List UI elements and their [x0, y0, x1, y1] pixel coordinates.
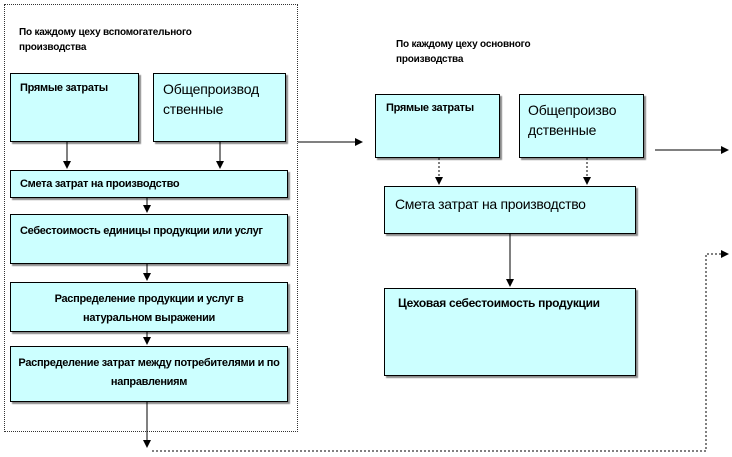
bottom-return-line	[152, 250, 729, 452]
aux-distribution-natural-label: Распределение продукции и услуг в натура…	[54, 293, 244, 324]
aux-estimate-box: Смета затрат на производство	[10, 170, 288, 198]
aux-estimate-label: Смета затрат на производство	[20, 178, 180, 190]
main-direct-costs-box: Прямые затраты	[375, 94, 500, 158]
aux-direct-costs-box: Прямые затраты	[10, 73, 139, 142]
aux-unit-cost-label: Себестоимость единицы продукции или услу…	[20, 225, 263, 237]
main-overhead-box: Общепроизво дственные	[519, 94, 644, 158]
main-overhead-label: Общепроизво дственные	[528, 102, 617, 138]
aux-unit-cost-box: Себестоимость единицы продукции или услу…	[10, 214, 288, 264]
aux-distribution-natural-box: Распределение продукции и услуг в натура…	[10, 282, 288, 332]
aux-overhead-label: Общепроизвод ственные	[163, 81, 259, 117]
aux-distribution-costs-label: Распределение затрат между потребителями…	[18, 357, 280, 388]
main-estimate-box: Смета затрат на производство	[384, 186, 636, 234]
main-direct-costs-label: Прямые затраты	[386, 102, 474, 114]
aux-caption: По каждому цеху вспомогательного произво…	[19, 27, 192, 53]
aux-overhead-box: Общепроизвод ственные	[153, 73, 286, 142]
main-estimate-label: Смета затрат на производство	[395, 196, 586, 212]
main-caption: По каждому цеху основного производства	[396, 39, 531, 65]
main-shop-cost-label: Цеховая себестоимость продукции	[398, 296, 600, 310]
aux-distribution-costs-box: Распределение затрат между потребителями…	[10, 346, 288, 402]
main-shop-cost-box: Цеховая себестоимость продукции	[384, 288, 636, 376]
aux-direct-costs-label: Прямые затраты	[20, 82, 108, 94]
